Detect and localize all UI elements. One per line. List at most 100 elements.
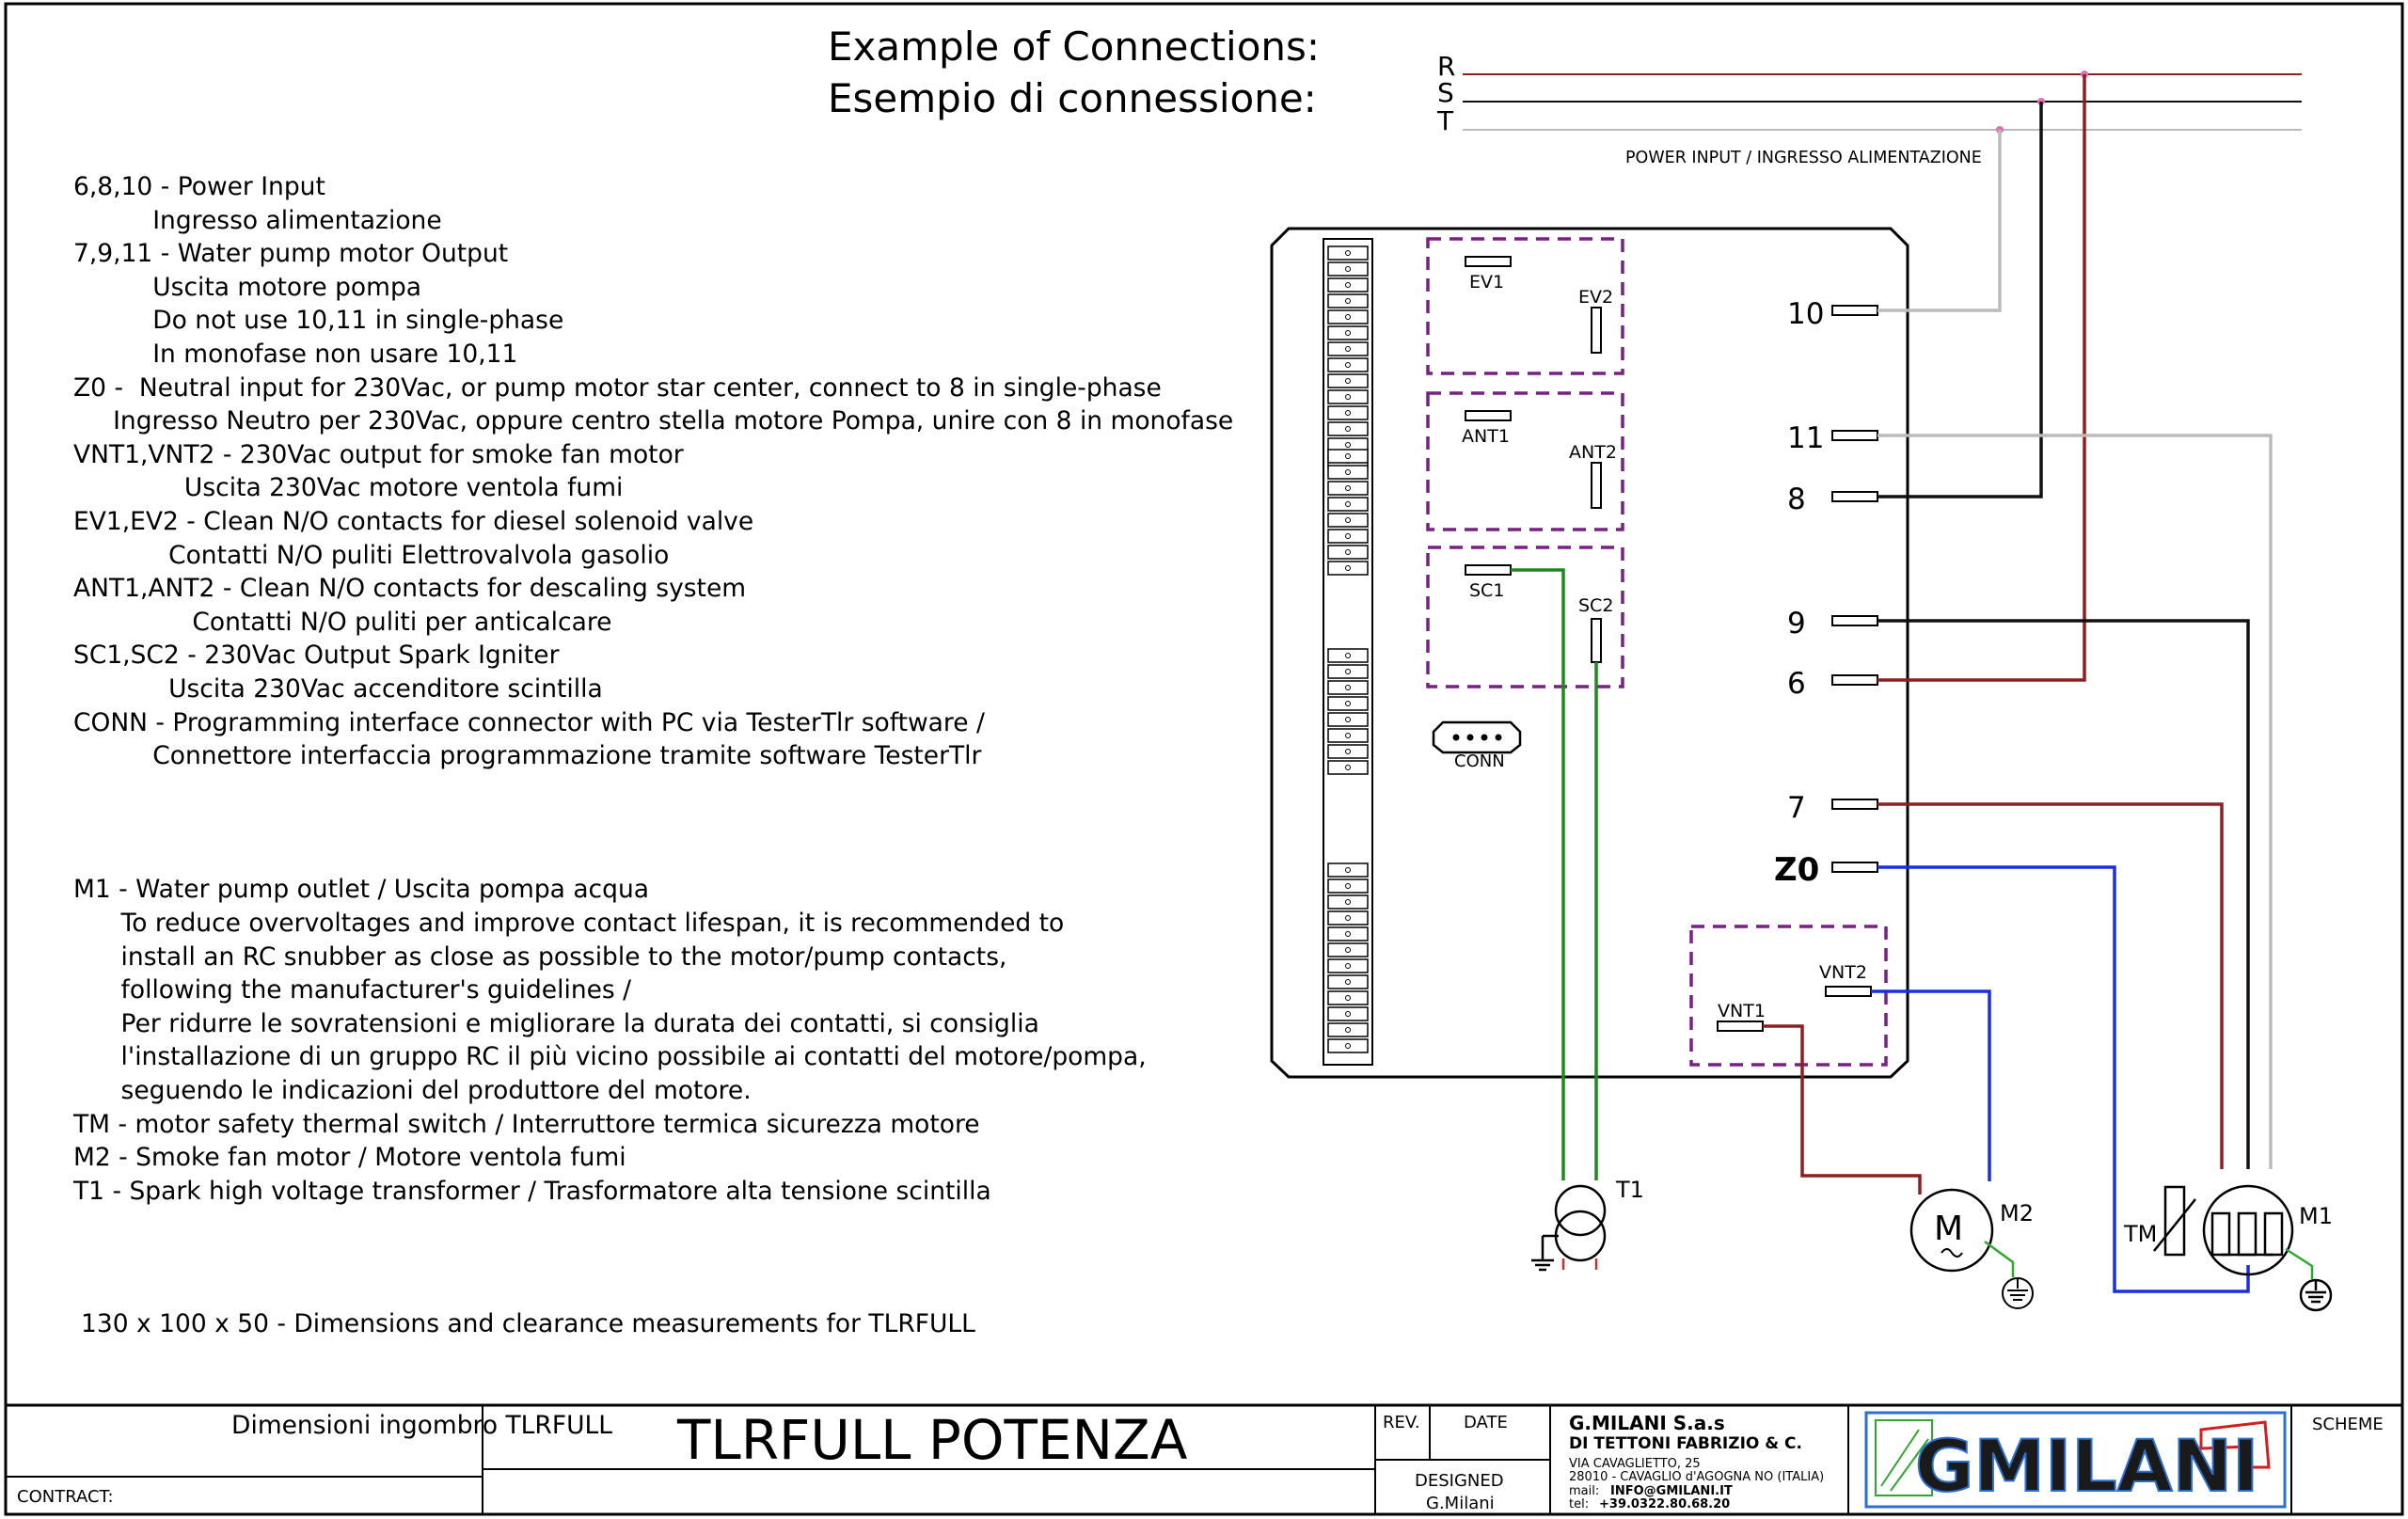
controller-board (1270, 227, 1909, 1079)
terminal-strip-screw (1345, 533, 1351, 539)
mail-label: mail: (1569, 1484, 1599, 1498)
legend-line: Contatti N/O puliti per anticalcare (73, 607, 612, 637)
legend-text: 6,8,10 - Power Input Ingresso alimentazi… (73, 170, 1233, 1208)
terminal-strip-pin (1327, 465, 1369, 480)
legend-line: Contatti N/O puliti Elettrovalvola gasol… (73, 540, 670, 570)
terminal-10-label: 10 (1787, 297, 1824, 331)
ant2-contact (1591, 462, 1602, 509)
terminal-strip-pin (1327, 910, 1369, 926)
terminal-strip-screw (1345, 669, 1351, 674)
terminal-9-label: 9 (1787, 607, 1806, 641)
terminal-strip-pin (1327, 1038, 1369, 1053)
legend-line: T1 - Spark high voltage transformer / Tr… (73, 1176, 991, 1206)
legend-line: M2 - Smoke fan motor / Motore ventola fu… (73, 1143, 626, 1173)
mail-value: INFO@GMILANI.IT (1610, 1484, 1733, 1498)
wire-vnt1-m2 (1763, 1024, 1922, 1195)
legend-line: Ingresso Neutro per 230Vac, oppure centr… (73, 406, 1234, 436)
dimensions-line-2: Dimensioni ingombro TLRFULL (81, 1411, 613, 1440)
sc1-label: SC1 (1469, 580, 1504, 601)
terminal-strip-pin (1327, 862, 1369, 878)
ant2-label: ANT2 (1569, 442, 1617, 463)
wire-10-t (1877, 130, 2002, 312)
sc1-contact (1465, 564, 1512, 576)
terminal-strip-screw (1345, 915, 1351, 921)
legend-line: In monofase non usare 10,11 (73, 339, 518, 369)
terminal-11-label: 11 (1787, 421, 1824, 455)
ev1-label: EV1 (1469, 272, 1504, 293)
terminal-strip-screw (1345, 701, 1351, 706)
date-label: DATE (1464, 1413, 1508, 1432)
terminal-strip-pin (1327, 481, 1369, 496)
t1-label: T1 (1615, 1177, 1644, 1203)
terminal-strip-pin (1327, 325, 1369, 340)
address-line-1: VIA CAVAGLIETTO, 25 (1569, 1457, 1701, 1471)
terminal-strip-pin (1327, 744, 1369, 759)
gmilani-logo: GMILANI (1864, 1411, 2287, 1509)
ev2-contact (1591, 307, 1602, 354)
terminal-strip-screw (1345, 1043, 1351, 1049)
dimensions-line-1: 130 x 100 x 50 - Dimensions and clearanc… (81, 1309, 975, 1338)
wire-z0-neutral (1877, 865, 2250, 1293)
terminal-strip-pin (1327, 449, 1369, 464)
terminal-strip-screw (1345, 426, 1351, 432)
vnt2-label: VNT2 (1819, 962, 1867, 983)
dimensions-note: 130 x 100 x 50 - Dimensions and clearanc… (81, 1240, 975, 1477)
legend-line: 6,8,10 - Power Input (73, 172, 325, 201)
rev-label: REV. (1383, 1413, 1420, 1432)
legend-line (73, 773, 1233, 807)
terminal-strip-screw (1345, 469, 1351, 475)
terminal-8 (1831, 491, 1878, 502)
r-label: R (1437, 51, 1455, 82)
terminal-strip-pin (1327, 277, 1369, 293)
legend-line: M1 - Water pump outlet / Uscita pompa ac… (73, 875, 649, 905)
m2-fan-motor: M (1909, 1188, 2034, 1309)
terminal-strip-pin (1327, 389, 1369, 404)
legend-line: l'installazione di un gruppo RC il più v… (73, 1042, 1147, 1072)
legend-line: CONN - Programming interface connector w… (73, 707, 985, 737)
ant-relay-box (1426, 391, 1624, 531)
terminal-strip-screw (1345, 947, 1351, 953)
tm-thermal-switch (2153, 1185, 2196, 1257)
m2-symbol: M (1934, 1210, 1963, 1248)
terminal-strip-pin (1327, 405, 1369, 420)
conn-connector (1432, 720, 1522, 754)
terminal-strip-pin (1327, 680, 1369, 695)
legend-line: following the manufacturer's guidelines … (73, 975, 632, 1005)
terminal-strip-screw (1345, 250, 1351, 256)
terminal-strip-screw (1345, 733, 1351, 738)
terminal-strip-pin (1327, 1006, 1369, 1021)
legend-line: Do not use 10,11 in single-phase (73, 306, 564, 336)
terminal-strip-screw (1345, 765, 1351, 770)
sc2-label: SC2 (1578, 595, 1613, 616)
terminal-strip-screw (1345, 346, 1351, 352)
diagram-header: Example of Connections: Esempio di conne… (828, 21, 1320, 124)
terminal-strip-screw (1345, 653, 1351, 658)
vnt-relay-box (1689, 925, 1888, 1067)
terminal-strip-screw (1345, 266, 1351, 272)
header-line-2: Esempio di connessione: (828, 75, 1317, 121)
drawing-title: TLRFULL POTENZA (676, 1408, 1188, 1472)
terminal-strip-pin (1327, 357, 1369, 372)
title-block (6, 1405, 2292, 1514)
legend-line (73, 840, 1233, 874)
terminal-6 (1831, 674, 1878, 686)
terminal-strip-screw (1345, 378, 1351, 384)
vnt1-contact (1717, 1021, 1764, 1032)
m1-label: M1 (2299, 1203, 2333, 1229)
terminal-strip-pin (1327, 648, 1369, 663)
terminal-strip-screw (1345, 899, 1351, 905)
wire-9-m1 (1877, 619, 2250, 1169)
conn-label: CONN (1454, 752, 1505, 771)
legend-line: TM - motor safety thermal switch / Inter… (73, 1109, 980, 1139)
terminal-11 (1831, 430, 1878, 441)
terminal-strip-screw (1345, 883, 1351, 889)
legend-line: Uscita 230Vac accenditore scintilla (73, 673, 603, 704)
terminal-8-label: 8 (1787, 483, 1806, 516)
terminal-strip-pin (1327, 712, 1369, 727)
terminal-7-label: 7 (1787, 791, 1806, 825)
terminal-strip-screw (1345, 749, 1351, 754)
terminal-strip-pin (1327, 894, 1369, 910)
terminal-strip-pin (1327, 990, 1369, 1005)
header-line-1: Example of Connections: (828, 24, 1321, 70)
terminal-z0 (1831, 862, 1878, 873)
